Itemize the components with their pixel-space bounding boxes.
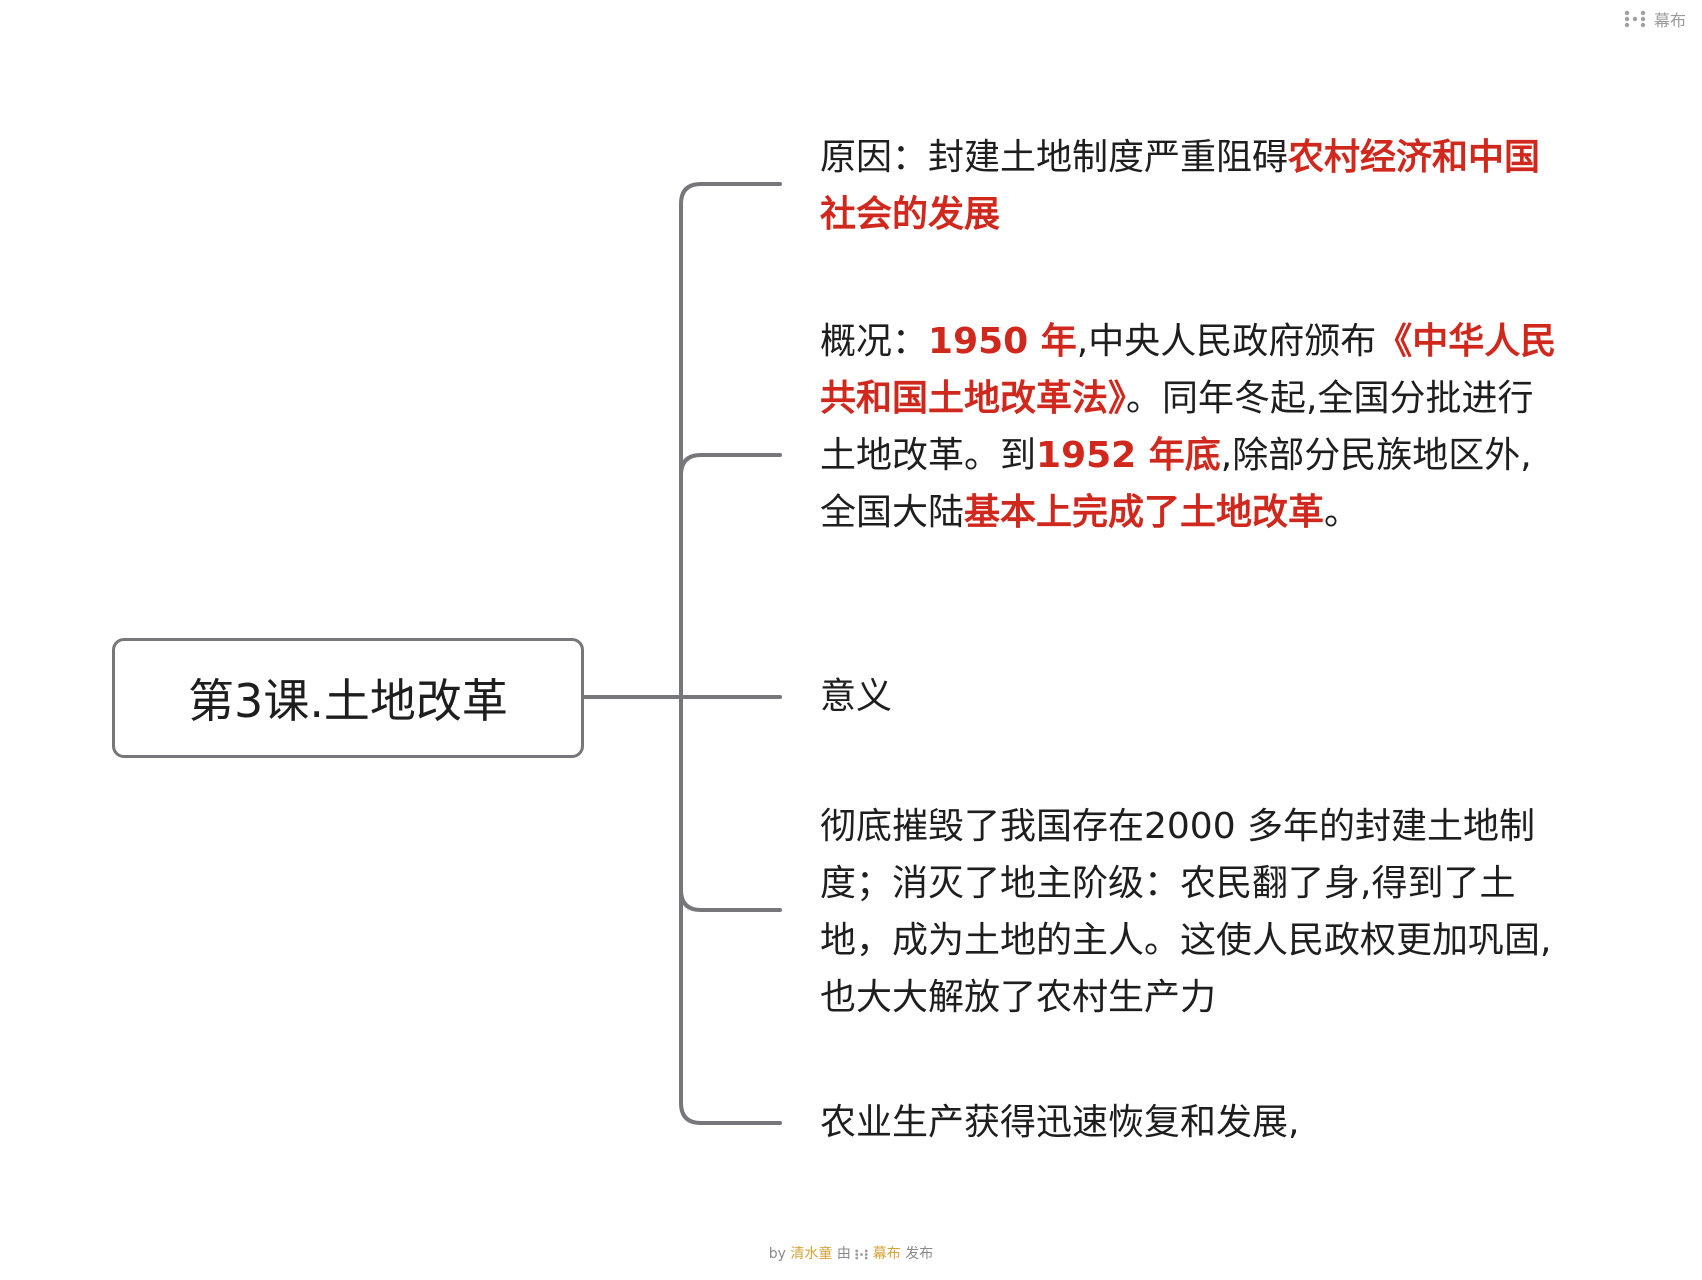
connector-overview: [679, 453, 782, 477]
node-text: 农业生产获得迅速恢复和发展,: [820, 1102, 1300, 1143]
node-text: 概况：: [820, 321, 929, 362]
footer-by: by: [768, 1246, 786, 1262]
node-significance-detail[interactable]: 彻底摧毁了我国存在2000 多年的封建土地制度；消灭了地主阶级：农民翻了身,得到…: [820, 798, 1580, 1026]
node-highlight-law: 《中华人民共和国土地改革法》: [820, 321, 1557, 419]
footer-brand-link[interactable]: 幕布: [872, 1246, 901, 1262]
node-text: ,中央人民政府颁布: [1076, 321, 1377, 362]
node-cause[interactable]: 原因：封建土地制度严重阻碍农村经济和中国社会的发展: [820, 129, 1560, 243]
connector-agriculture: [679, 695, 782, 1125]
node-highlight-year-1950: 1950 年: [928, 321, 1077, 362]
logo-text: 幕布: [1654, 11, 1687, 30]
node-highlight-text: 农村经济和中国社会的发展: [820, 137, 1541, 235]
root-node[interactable]: 第3课.土地改革: [112, 638, 584, 758]
connector-significance-detail: [679, 888, 782, 912]
mubu-logo-icon: [1624, 10, 1646, 28]
footer-author-link[interactable]: 清水童: [790, 1246, 833, 1262]
node-highlight-completed: 基本上完成了土地改革: [964, 492, 1325, 533]
node-agriculture[interactable]: 农业生产获得迅速恢复和发展,: [820, 1094, 1560, 1151]
node-text: 原因：封建土地制度严重阻碍: [820, 137, 1289, 178]
node-text: 。: [1324, 492, 1361, 533]
node-overview[interactable]: 概况：1950 年,中央人民政府颁布《中华人民共和国土地改革法》。同年冬起,全国…: [820, 313, 1560, 541]
node-text: 意义: [820, 676, 893, 717]
footer-via: 由: [836, 1246, 851, 1262]
node-significance[interactable]: 意义: [820, 668, 1560, 725]
node-text: 彻底摧毁了我国存在2000 多年的封建土地制度；消灭了地主阶级：农民翻了身,得到…: [820, 806, 1552, 1018]
connector-cause: [679, 182, 782, 699]
footer-credit: by 清水童 由 幕布 发布: [0, 1243, 1702, 1263]
node-highlight-year-1952: 1952 年底: [1036, 435, 1221, 476]
root-title: 第3课.土地改革: [188, 674, 508, 728]
mubu-mini-logo-icon: [855, 1249, 868, 1260]
footer-published: 发布: [905, 1246, 934, 1262]
node-text: ,除部分民族地区外,全国大陆: [820, 435, 1532, 533]
mubu-logo[interactable]: 幕布: [1624, 7, 1686, 31]
node-text: 。同年冬起,全国分批进行土地改革。到: [820, 378, 1534, 476]
